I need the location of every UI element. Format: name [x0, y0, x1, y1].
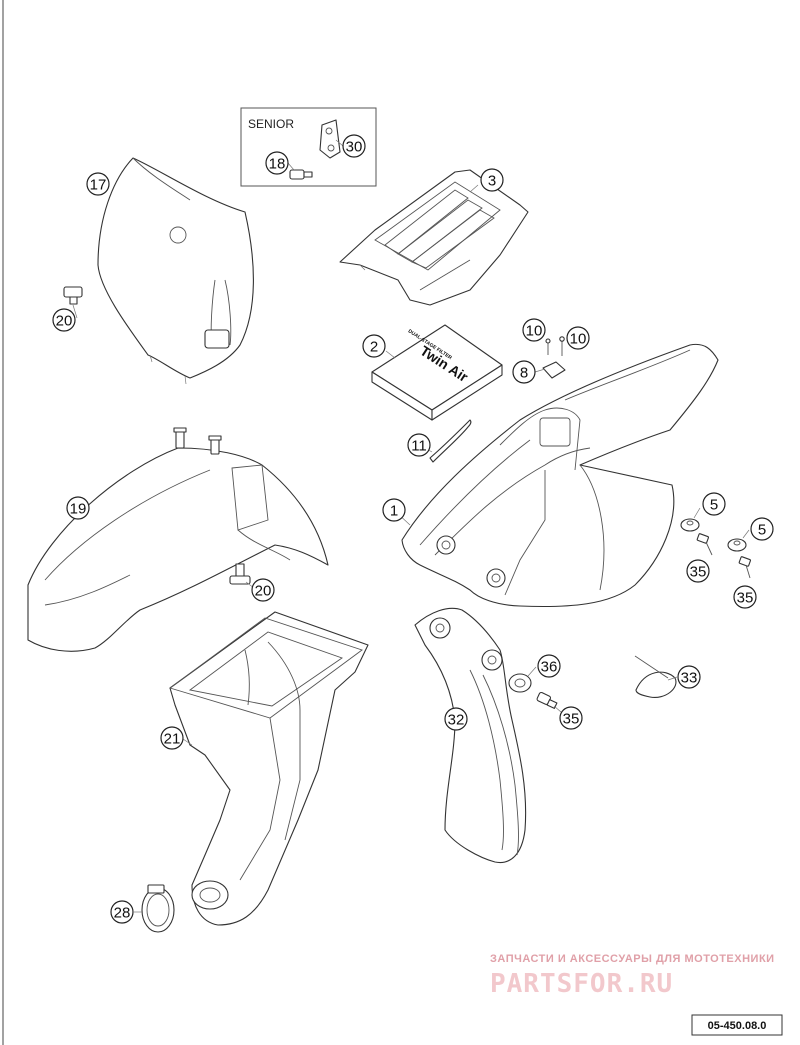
callout-10-b: 10: [566, 326, 590, 350]
callout-35-b: 35: [733, 585, 757, 609]
svg-text:21: 21: [164, 731, 181, 748]
callout-21: 21: [160, 726, 184, 750]
svg-text:11: 11: [411, 438, 427, 455]
callout-2: 2: [362, 334, 386, 358]
callout-30: 30: [342, 134, 366, 158]
svg-text:35: 35: [563, 711, 580, 728]
cable-tie-33: [634, 655, 677, 699]
callout-35-a: 35: [686, 559, 710, 583]
bolt-35-a-part: [696, 533, 713, 556]
callout-11: 11: [407, 433, 431, 457]
svg-text:10: 10: [570, 331, 587, 348]
svg-text:35: 35: [690, 564, 707, 581]
svg-text:32: 32: [448, 712, 465, 729]
screw-10-a-part: [545, 338, 551, 355]
callout-18: 18: [265, 151, 289, 175]
callout-32: 32: [444, 707, 468, 731]
washer-36-part: [508, 673, 532, 693]
svg-text:17: 17: [90, 177, 107, 194]
svg-text:19: 19: [70, 501, 87, 518]
bracket-30-part: [319, 119, 341, 159]
senior-box-frame: [240, 107, 377, 187]
airbox-cover-3: [339, 169, 529, 306]
callout-20-upper: 20: [52, 308, 76, 332]
rear-fender-1: [401, 343, 719, 608]
callout-35-c: 35: [559, 706, 583, 730]
svg-text:28: 28: [114, 905, 131, 922]
callout-10-a: 10: [522, 318, 546, 342]
watermark-tagline: ЗАПЧАСТИ И АКСЕССУАРЫ ДЛЯ МОТОТЕХНИКИ: [490, 953, 775, 965]
callout-20-middle: 20: [251, 578, 275, 602]
svg-text:10: 10: [526, 323, 543, 340]
bolt-35-b-part: [738, 556, 751, 579]
number-plate-17: [97, 157, 254, 385]
senior-label: SENIOR: [248, 117, 294, 131]
svg-text:18: 18: [269, 156, 286, 173]
senior-kit-box: SENIOR: [240, 107, 377, 187]
washer-5-b-part: [727, 538, 747, 552]
leader-lines: [72, 139, 750, 913]
svg-text:36: 36: [541, 659, 558, 676]
bolt-18-part: [289, 169, 313, 180]
svg-text:20: 20: [56, 313, 73, 330]
svg-text:20: 20: [255, 583, 272, 600]
svg-text:33: 33: [681, 670, 698, 687]
callout-28: 28: [110, 900, 134, 924]
callout-8: 8: [512, 360, 536, 384]
callout-1: 1: [382, 498, 406, 522]
side-panel-32: [414, 607, 527, 864]
diagram-code-text: 05-450.08.0: [708, 1020, 767, 1032]
callout-36: 36: [537, 654, 561, 678]
bolt-20-upper-part: [63, 286, 83, 305]
svg-text:2: 2: [370, 339, 378, 356]
svg-text:5: 5: [710, 497, 718, 514]
hose-clamp-28: [141, 884, 175, 933]
clip-8-part: [542, 361, 566, 379]
diagram-code-box: 05-450.08.0: [691, 1014, 783, 1036]
callout-33: 33: [677, 665, 701, 689]
svg-text:30: 30: [346, 139, 363, 156]
bolt-20-middle-part: [229, 563, 251, 585]
svg-text:1: 1: [390, 503, 398, 520]
callout-5-a: 5: [702, 492, 726, 516]
watermark-brand: PARTSFOR.RU: [490, 969, 673, 999]
svg-text:35: 35: [737, 590, 754, 607]
callout-17: 17: [86, 172, 110, 196]
washer-5-a-part: [680, 518, 700, 532]
svg-text:5: 5: [758, 522, 766, 539]
air-intake-boot-21: [169, 611, 369, 926]
svg-text:3: 3: [488, 173, 496, 190]
callout-3: 3: [480, 168, 504, 192]
svg-text:8: 8: [520, 365, 528, 382]
screw-10-b-part: [559, 336, 565, 356]
bolt-35-c-part: [536, 691, 558, 709]
callout-19: 19: [66, 496, 90, 520]
seal-strip-11: [429, 419, 472, 463]
callout-5-b: 5: [750, 517, 774, 541]
watermark: ЗАПЧАСТИ И АКСЕССУАРЫ ДЛЯ МОТОТЕХНИКИ PA…: [490, 953, 775, 999]
diagram-code-frame: [691, 1014, 783, 1036]
air-filter-2: Twin Air DUAL-STAGE FILTER: [371, 324, 503, 421]
front-fender-19: [27, 427, 329, 652]
